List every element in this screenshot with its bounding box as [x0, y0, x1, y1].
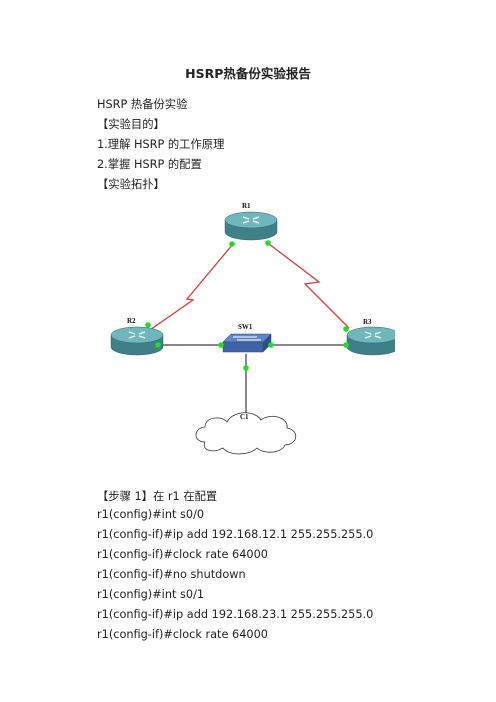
config-line: r1(config-if)#clock rate 64000 [97, 628, 268, 641]
heading-step-1: 【步骤 1】在 r1 在配置 [97, 490, 218, 503]
port-dot-r3-serial [343, 326, 349, 332]
config-line: r1(config-if)#no shutdown [97, 568, 246, 581]
heading-purpose: 【实验目的】 [97, 118, 165, 131]
router-r3 [346, 326, 395, 356]
port-dot-r2-serial [145, 322, 151, 328]
port-dot-sw1-right [268, 342, 274, 348]
config-line: r1(config)#int s0/0 [97, 508, 205, 521]
cloud-c1 [195, 412, 297, 455]
port-dot-r2-eth [155, 342, 161, 348]
label-r1: R1 [242, 202, 251, 210]
port-dot-r1-right [265, 240, 271, 246]
config-line: r1(config-if)#clock rate 64000 [97, 548, 268, 561]
switch-sw1 [222, 333, 272, 353]
config-line: r1(config-if)#ip add 192.168.12.1 255.25… [97, 528, 374, 541]
label-r3: R3 [363, 318, 372, 326]
label-c1: C1 [240, 413, 249, 421]
router-r2 [110, 326, 164, 356]
report-title: HSRP热备份实验报告 [185, 66, 311, 81]
config-line: r1(config)#int s0/1 [97, 588, 205, 601]
port-dot-r3-eth [343, 342, 349, 348]
config-line: r1(config-if)#ip add 192.168.23.1 255.25… [97, 608, 374, 621]
port-dot-r1-left [229, 241, 235, 247]
network-topology-diagram: R1 R2 R3 SW1 C1 [110, 202, 395, 455]
heading-topology: 【实验拓扑】 [97, 178, 165, 191]
router-r1 [224, 211, 278, 241]
serial-link-r1-r2 [146, 243, 234, 333]
label-r2: R2 [127, 317, 136, 325]
serial-link-r1-r3 [268, 243, 350, 329]
purpose-item-1: 1.理解 HSRP 的工作原理 [97, 138, 225, 151]
label-sw1: SW1 [238, 323, 253, 331]
port-dot-sw1-left [218, 342, 224, 348]
heading-experiment: HSRP 热备份实验 [97, 98, 188, 111]
port-dot-sw1-down [243, 365, 249, 371]
purpose-item-2: 2.掌握 HSRP 的配置 [97, 158, 202, 171]
